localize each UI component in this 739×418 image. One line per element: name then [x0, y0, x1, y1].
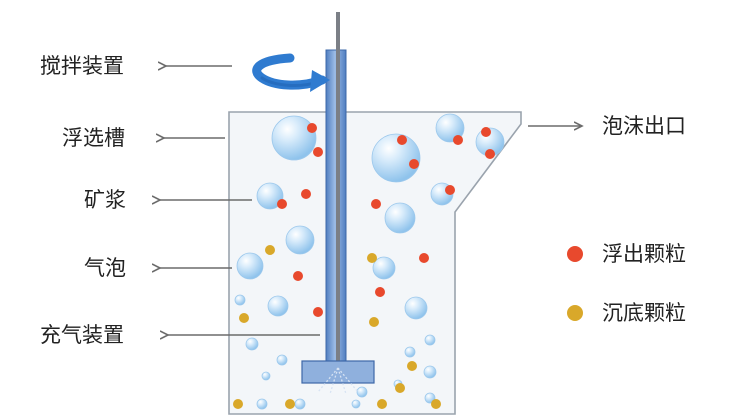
bubble: [435, 113, 465, 143]
sink-particle: [239, 313, 249, 323]
sink-particle: [369, 317, 379, 327]
bubble: [423, 365, 437, 379]
sink-particle: [265, 245, 275, 255]
sink-particle: [377, 399, 387, 409]
float-particle: [307, 123, 317, 133]
sink-particles-group: [233, 245, 441, 409]
float-particle: [301, 189, 311, 199]
float-particle: [277, 199, 287, 209]
float-particle-legend-label: 浮出颗粒: [602, 242, 686, 266]
float-particle: [375, 287, 385, 297]
bubble: [267, 295, 289, 317]
float-particle: [485, 149, 495, 159]
aerator-impeller: [301, 360, 375, 384]
bubble: [294, 398, 306, 410]
pointer-arrows: [160, 66, 582, 335]
bubble: [351, 399, 361, 409]
bubble: [276, 354, 288, 366]
bubble: [404, 296, 428, 320]
bubble: [236, 252, 264, 280]
agitator-rod: [336, 12, 340, 366]
float-particle: [445, 185, 455, 195]
bubble: [271, 115, 317, 161]
float-particle-legend-marker: [567, 246, 583, 262]
bubble: [285, 225, 315, 255]
bubble: [256, 398, 268, 410]
bubble: [384, 202, 416, 234]
float-particle: [313, 307, 323, 317]
sink-particle: [367, 253, 377, 263]
float-particle: [481, 127, 491, 137]
float-particle: [397, 135, 407, 145]
agitator-label: 搅拌装置: [40, 54, 124, 78]
float-particle: [409, 159, 419, 169]
bubble: [234, 294, 246, 306]
float-particle: [293, 271, 303, 281]
sink-particle-legend-label: 沉底颗粒: [602, 301, 686, 325]
bubbles-group: [234, 113, 505, 410]
aeration-jets: [317, 367, 359, 395]
float-particle: [419, 253, 429, 263]
bubble: [372, 256, 396, 280]
float-particle: [371, 199, 381, 209]
bubble: [424, 334, 436, 346]
sink-particle: [407, 361, 417, 371]
sink-particle: [233, 399, 243, 409]
curved-arrow-icon: [252, 53, 330, 92]
float-particles-group: [277, 123, 495, 317]
froth-outlet-label: 泡沫出口: [602, 114, 686, 138]
sink-particle: [285, 399, 295, 409]
bubble-label: 气泡: [84, 256, 126, 280]
bubble: [356, 386, 368, 398]
bubble: [256, 182, 284, 210]
slurry-label: 矿浆: [84, 188, 126, 212]
float-particle: [313, 147, 323, 157]
tank-label: 浮选槽: [62, 126, 125, 150]
sink-particle-legend-marker: [567, 305, 583, 321]
float-particle: [453, 135, 463, 145]
bubble: [371, 133, 421, 183]
sink-particle: [395, 383, 405, 393]
aerator-label: 充气装置: [40, 323, 124, 347]
sink-particle: [431, 399, 441, 409]
bubble: [245, 337, 259, 351]
bubble: [261, 371, 271, 381]
bubble: [404, 346, 416, 358]
